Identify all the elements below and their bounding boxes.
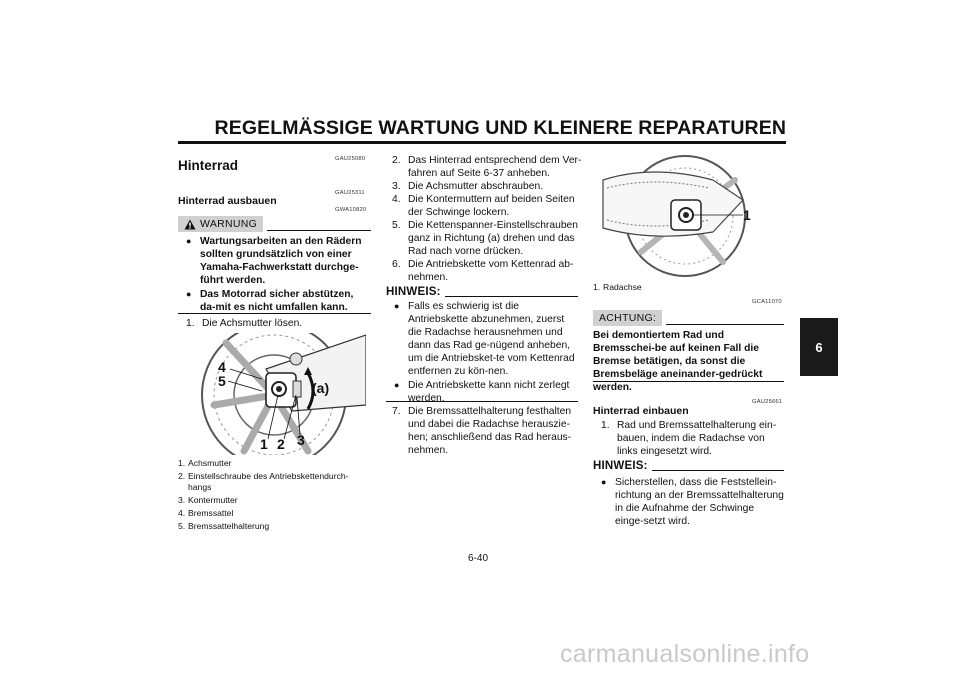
subsection-title: Hinterrad ausbauen: [178, 195, 277, 207]
bullet-icon: ●: [601, 477, 607, 487]
list-item: ●Die Antriebskette kann nicht zerlegt we…: [394, 380, 570, 404]
page-number: 6-40: [468, 553, 489, 564]
figure-legend: 1.Achsmutter 2.Einstellschraube des Antr…: [178, 458, 370, 532]
step-item: 7.Die Bremssattelhalterung festhalten un…: [392, 406, 572, 456]
figure-legend: 1.Radachse: [593, 282, 783, 293]
list-item: ●Falls es schwierig ist die Antriebskett…: [394, 301, 575, 377]
bullet-icon: ●: [394, 301, 400, 311]
step-item: 2.Das Hinterrad entsprechend dem Ver-fah…: [392, 155, 582, 179]
figure-callout: 5: [218, 373, 226, 389]
warning-list: ●Wartungsarbeiten an den Rädern sollten …: [186, 235, 371, 315]
reference-code: GWA10820: [335, 207, 367, 213]
subsection-title: Hinterrad einbauen: [593, 405, 689, 417]
step-item: 1.Rad und Bremssattelhalterung ein-bauen…: [601, 420, 777, 457]
hinweis-header-line: [444, 296, 578, 297]
figure-rear-axle: [602, 155, 746, 277]
bullet-icon: ●: [186, 236, 192, 246]
steps-list: 2.Das Hinterrad entsprechend dem Ver-fah…: [392, 154, 584, 284]
watermark: carmanualsonline.info: [560, 640, 810, 668]
figure-callout: 3: [297, 432, 305, 448]
hinweis-header: HINWEIS:: [593, 460, 784, 472]
list-item: ●Sicherstellen, dass die Feststellein-ri…: [601, 477, 784, 527]
chapter-tab: 6: [800, 318, 838, 376]
warning-label-box: WARNUNG: [178, 216, 264, 232]
warning-label: WARNUNG: [200, 218, 258, 230]
legend-item: 5.Bremssattelhalterung: [178, 521, 270, 531]
reference-code: GAU25080: [335, 156, 366, 162]
list-item: ●Das Motorrad sicher abstützen, da-mit e…: [186, 289, 354, 313]
hinweis-header-line: [651, 470, 784, 471]
reference-code: GCA11070: [752, 299, 782, 305]
list-item: ●Wartungsarbeiten an den Rädern sollten …: [186, 236, 362, 286]
achtung-end-rule: [593, 381, 784, 382]
legend-item: 4.Bremssattel: [178, 508, 234, 518]
figure-rear-wheel-axle: [201, 333, 366, 455]
section-title: Hinterrad: [178, 158, 239, 173]
achtung-label: ACHTUNG:: [599, 312, 657, 324]
warning-header-line: [267, 230, 371, 231]
figure-callout: 4: [218, 359, 226, 375]
hinweis-label: HINWEIS:: [593, 460, 648, 472]
page-header-title: REGELMÄSSIGE WARTUNG UND KLEINERE REPARA…: [214, 117, 786, 139]
step-item: 6.Die Antriebskette vom Kettenrad ab-neh…: [392, 259, 574, 283]
warning-end-rule: [178, 313, 371, 314]
warning-triangle-icon: [184, 219, 196, 229]
hinweis-list: ●Falls es schwierig ist die Antriebskett…: [394, 300, 580, 406]
figure-callout: 1: [743, 207, 751, 223]
bullet-icon: ●: [394, 380, 400, 390]
step-item: 3.Die Achsmutter abschrauben.: [392, 181, 544, 192]
legend-item: 1.Radachse: [593, 282, 642, 292]
achtung-label-box: ACHTUNG:: [593, 310, 663, 326]
hinweis-label: HINWEIS:: [386, 286, 441, 298]
header-rule: [178, 141, 786, 144]
figure-callout: 1: [260, 436, 268, 452]
bullet-icon: ●: [186, 289, 192, 299]
achtung-text: Bei demontiertem Rad und Bremsschei-be a…: [593, 330, 763, 393]
figure-callout: (a): [312, 380, 330, 396]
achtung-header-line: [666, 324, 784, 325]
figure-callout: 2: [277, 436, 285, 452]
step-item: 5.Die Kettenspanner-Einstellschrauben ga…: [392, 220, 578, 257]
step-item: 1.Die Achsmutter lösen.: [186, 318, 303, 329]
achtung-header: ACHTUNG:: [593, 310, 784, 326]
hinweis-end-rule: [386, 401, 578, 402]
warning-header: WARNUNG: [178, 216, 371, 232]
reference-code: GAU25311: [335, 190, 365, 196]
legend-item: 3.Kontermutter: [178, 495, 238, 505]
reference-code: GAU25661: [752, 399, 783, 405]
legend-item: 1.Achsmutter: [178, 458, 232, 468]
hinweis-header: HINWEIS:: [386, 286, 578, 298]
legend-item: 2.Einstellschraube des Antriebskettendur…: [178, 471, 349, 492]
step-item: 4.Die Kontermuttern auf beiden Seiten de…: [392, 194, 575, 218]
hinweis-list: ●Sicherstellen, dass die Feststellein-ri…: [601, 476, 784, 529]
